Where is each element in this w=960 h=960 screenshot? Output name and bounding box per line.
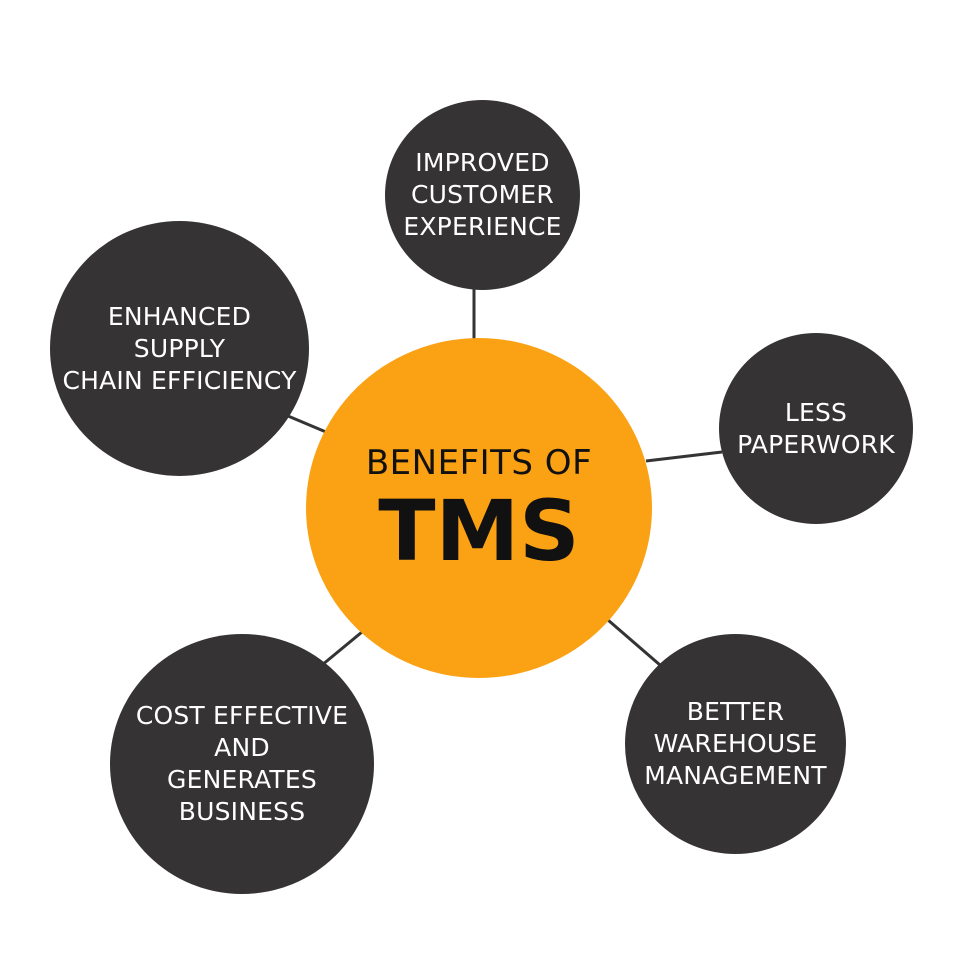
- benefit-label-line: CUSTOMER: [411, 180, 554, 209]
- benefit-node-improved-customer-experience: IMPROVED CUSTOMER EXPERIENCE: [385, 100, 580, 290]
- benefit-label-line: GENERATES: [167, 765, 317, 794]
- hub-main-label: TMS: [378, 482, 580, 580]
- benefit-label-line: MANAGEMENT: [644, 761, 827, 790]
- benefit-node-enhanced-supply-chain-efficiency: ENHANCED SUPPLY CHAIN EFFICIENCY: [50, 221, 309, 476]
- benefit-label-line: BUSINESS: [178, 797, 306, 826]
- benefit-label-line: AND: [214, 733, 270, 762]
- benefit-label-line: WAREHOUSE: [653, 729, 818, 758]
- benefit-label-line: BETTER: [686, 697, 785, 726]
- hub-circle: BENEFITS OF TMS: [306, 338, 652, 678]
- connector-better: [607, 618, 661, 667]
- benefit-label-line: PAPERWORK: [737, 429, 895, 459]
- benefit-label-line: EXPERIENCE: [403, 212, 562, 241]
- benefit-label-line: COST EFFECTIVE: [135, 701, 349, 730]
- connector-less: [645, 450, 723, 463]
- connector-enhanced: [287, 414, 327, 434]
- benefit-label-line: ENHANCED: [107, 301, 252, 331]
- benefit-label-line: CHAIN EFFICIENCY: [62, 365, 297, 395]
- connector-cost: [321, 630, 363, 667]
- benefit-node-less-paperwork: LESS PAPERWORK: [719, 333, 913, 524]
- benefit-label-line: IMPROVED: [415, 148, 550, 177]
- benefit-label-line: LESS: [784, 397, 848, 427]
- benefit-node-better-warehouse-management: BETTER WAREHOUSE MANAGEMENT: [625, 634, 846, 854]
- benefit-label-line: SUPPLY: [133, 333, 226, 363]
- hub-title: BENEFITS OF: [365, 443, 593, 483]
- benefit-node-cost-effective-generates-business: COST EFFECTIVE AND GENERATES BUSINESS: [110, 634, 374, 894]
